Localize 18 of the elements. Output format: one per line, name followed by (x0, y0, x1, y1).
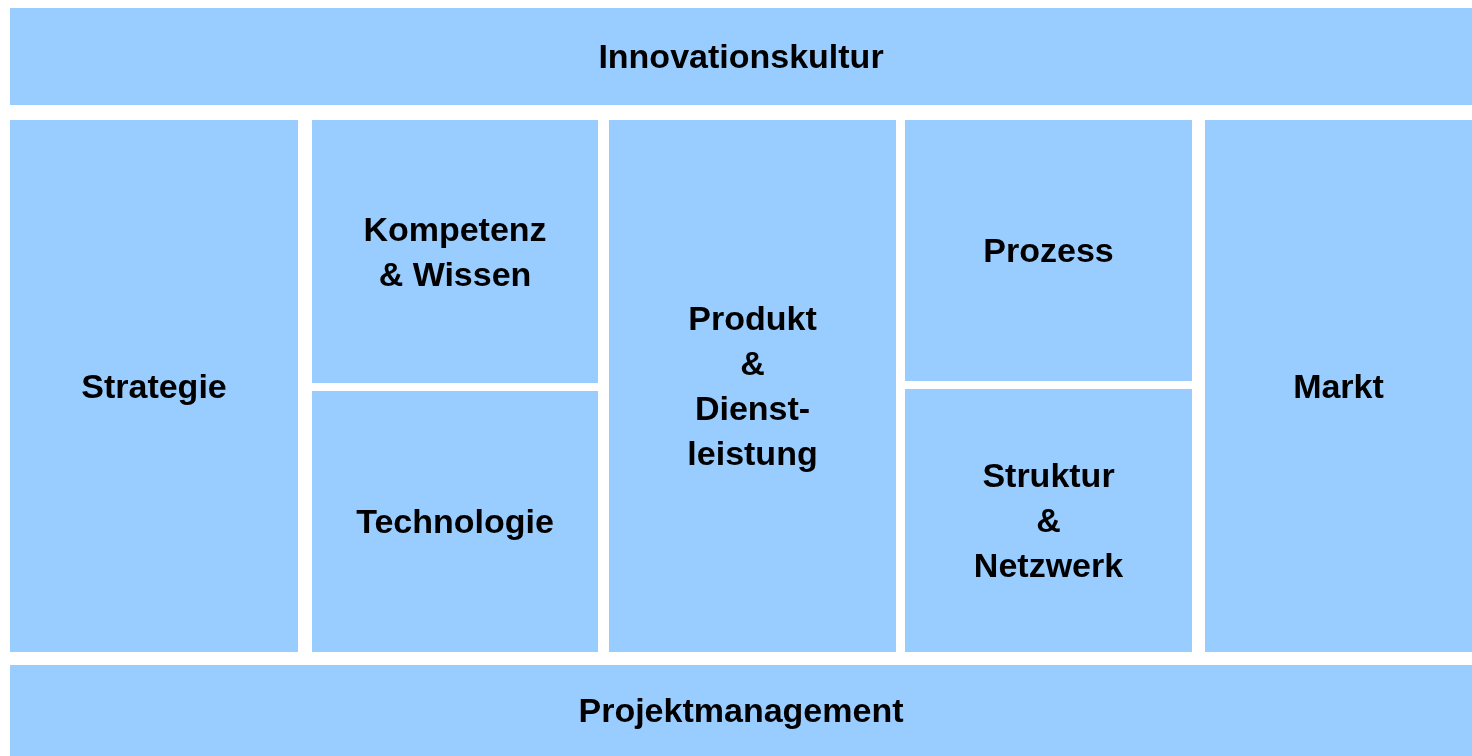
category-block (10, 120, 298, 652)
block-label: Strategie (81, 365, 227, 407)
category-block (609, 120, 896, 652)
category-block (312, 391, 598, 652)
category-block (905, 120, 1192, 381)
block-label: Produkt & Dienst- leistung (687, 298, 818, 474)
block-label: Technologie (356, 501, 554, 542)
category-block (10, 8, 1472, 105)
category-block (905, 389, 1192, 652)
block-label: Struktur & Netzwerk (973, 455, 1124, 586)
category-block (312, 120, 598, 383)
block-label: Markt (1293, 365, 1384, 407)
block-label: Innovationskultur (598, 36, 884, 77)
block-label: Prozess (983, 230, 1114, 271)
category-block (10, 665, 1472, 756)
category-block (1205, 120, 1472, 652)
block-label: Kompetenz & Wissen (363, 208, 547, 295)
block-label: Projektmanagement (578, 690, 904, 731)
